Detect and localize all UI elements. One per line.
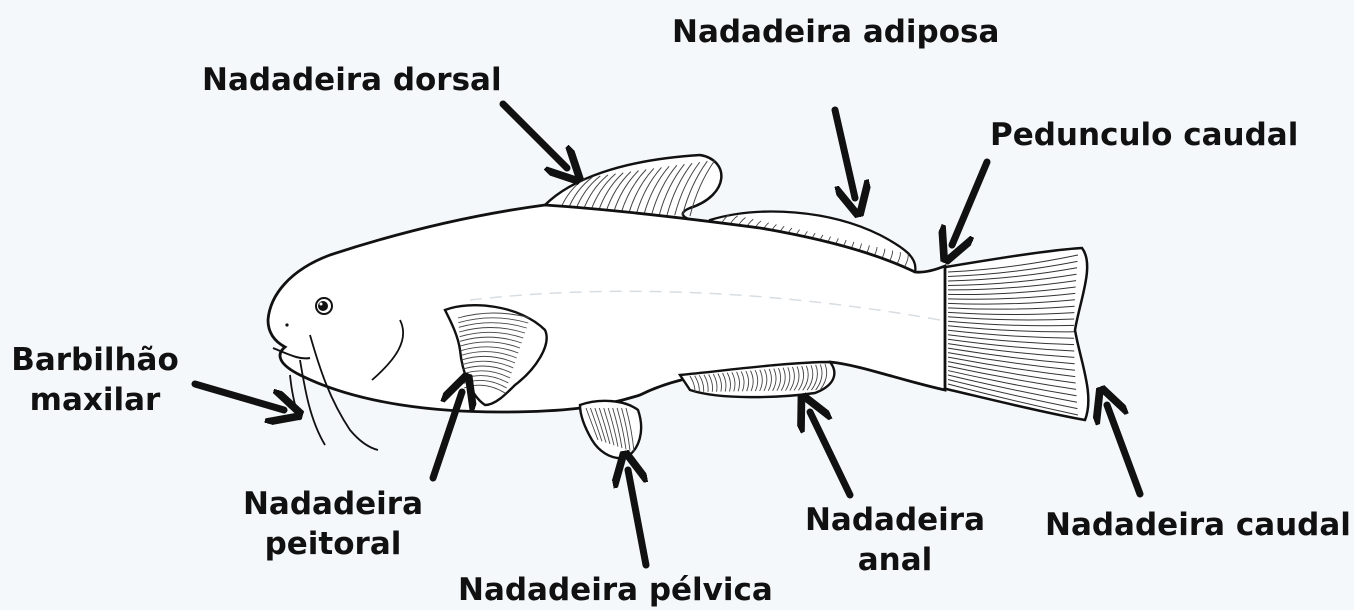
arrow-caudal [1107,405,1140,494]
arrow-dorsal [503,104,567,168]
arrow-barbilhao [195,384,284,410]
label-anal-line2: anal [800,540,990,580]
arrow-pelvica [628,470,646,565]
label-peitoral: Nadadeira peitoral [238,484,428,564]
label-barbilhao-line2: maxilar [10,380,180,420]
label-pelvica: Nadadeira pélvica [458,570,773,610]
label-peitoral-line2: peitoral [238,524,428,564]
label-dorsal: Nadadeira dorsal [202,60,502,100]
label-barbilhao: Barbilhão maxilar [10,340,180,420]
arrow-adiposa [835,110,855,198]
label-peitoral-line1: Nadadeira [238,484,428,524]
label-pedunculo: Pedunculo caudal [990,115,1298,155]
eye-icon [316,298,332,314]
label-adiposa: Nadadeira adiposa [672,12,999,52]
label-caudal: Nadadeira caudal [1045,505,1351,545]
label-anal: Nadadeira anal [800,500,990,580]
label-barbilhao-line1: Barbilhão [10,340,180,380]
arrow-anal [810,412,850,495]
label-anal-line1: Nadadeira [800,500,990,540]
arrow-pedunculo [952,162,987,245]
